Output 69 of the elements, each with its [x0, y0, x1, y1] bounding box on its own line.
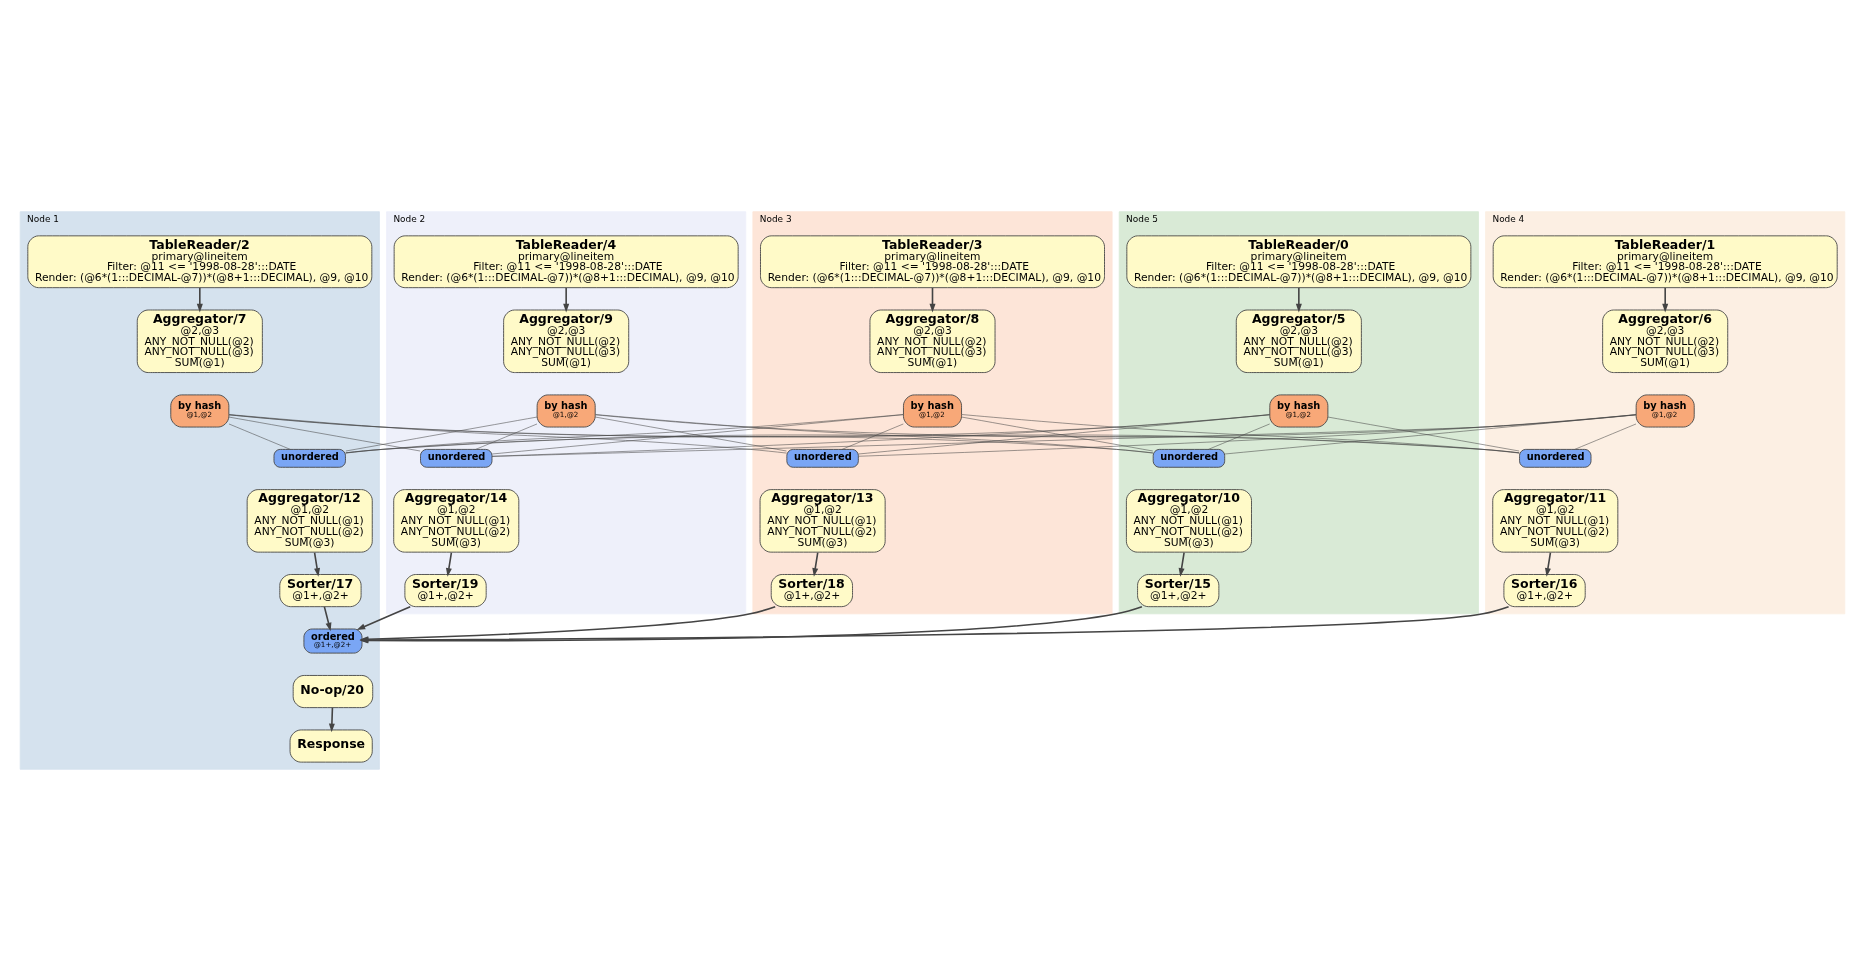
connector	[228, 423, 291, 450]
node-box: Aggregator/11 @1,@2 ANY_NOT_NULL(@1) ANY_NOT_NULL(@2) SUM(@3)	[1492, 488, 1619, 553]
node-box: TableReader/1 primary@lineitem Filter: @11 <= '1998-08-28':::DATE Render: (@6*(1:::DECIMAL-@7))*(@8+1:::DECIMAL), @9, @10	[1492, 234, 1838, 288]
node-box: unordered	[786, 448, 859, 468]
node-box: ordered @1+,@2+	[303, 628, 363, 654]
connector	[961, 413, 1520, 453]
node-box: unordered	[420, 448, 493, 468]
connector	[1224, 413, 1637, 454]
connector	[1208, 423, 1270, 450]
connector	[228, 414, 1520, 453]
node-box: Sorter/19 @1+,@2+	[404, 573, 487, 607]
node-box: unordered	[1519, 448, 1592, 468]
node-box: unordered	[273, 448, 346, 468]
node-box: TableReader/2 primary@lineitem Filter: @11 <= '1998-08-28':::DATE Render: (@6*(1:::DECIMAL-@7))*(@8+1:::DECIMAL), @9, @10	[27, 234, 373, 288]
arrow	[1178, 551, 1185, 577]
connector	[858, 413, 1271, 454]
node-box: Aggregator/13 @1,@2 ANY_NOT_NULL(@1) ANY_NOT_NULL(@2) SUM(@3)	[759, 488, 886, 553]
node-box: by hash @1,@2	[1635, 393, 1695, 427]
node-box: Aggregator/6 @2,@3 ANY_NOT_NULL(@2) ANY_NOT_NULL(@3) SUM(@1)	[1602, 309, 1729, 373]
node-box: Sorter/16 @1+,@2+	[1503, 573, 1586, 607]
arrow	[1544, 551, 1552, 577]
arrow	[196, 286, 203, 312]
node-box: Aggregator/12 @1,@2 ANY_NOT_NULL(@1) ANY_NOT_NULL(@2) SUM(@3)	[246, 488, 373, 553]
connector	[1327, 416, 1520, 451]
arrow	[563, 286, 570, 312]
node-box: Sorter/18 @1+,@2+	[770, 573, 853, 607]
node-box: Aggregator/10 @1,@2 ANY_NOT_NULL(@1) ANY_NOT_NULL(@2) SUM(@3)	[1125, 488, 1252, 553]
node-box: Aggregator/9 @2,@3 ANY_NOT_NULL(@2) ANY_NOT_NULL(@3) SUM(@1)	[503, 309, 630, 373]
node-box: Sorter/15 @1+,@2+	[1137, 573, 1220, 607]
node-box: TableReader/3 primary@lineitem Filter: @11 <= '1998-08-28':::DATE Render: (@6*(1:::DECIMAL-@7))*(@8+1:::DECIMAL), @9, @10	[760, 234, 1105, 288]
node-box: No-op/20	[292, 674, 374, 708]
connector	[345, 414, 1637, 453]
connector	[475, 423, 538, 450]
arrow	[1662, 286, 1669, 312]
arrow	[1295, 286, 1302, 312]
arrow	[445, 551, 453, 577]
node-box: by hash @1,@2	[536, 393, 596, 427]
node-box: Aggregator/7 @2,@3 ANY_NOT_NULL(@2) ANY_NOT_NULL(@3) SUM(@1)	[136, 309, 263, 373]
arrow	[323, 605, 332, 631]
node-box: Response	[289, 729, 373, 763]
connector	[228, 416, 421, 451]
connector	[595, 414, 1520, 453]
connector	[228, 414, 1154, 453]
node-box: Aggregator/8 @2,@3 ANY_NOT_NULL(@2) ANY_NOT_NULL(@3) SUM(@1)	[869, 309, 996, 373]
connector	[595, 416, 787, 451]
connector	[858, 413, 1637, 457]
connector	[491, 413, 904, 454]
connector	[961, 416, 1154, 451]
node-box: Sorter/17 @1+,@2+	[279, 573, 362, 607]
connector	[1574, 423, 1637, 450]
connector	[345, 413, 904, 453]
connector	[228, 413, 787, 453]
node-box: by hash @1,@2	[170, 393, 230, 427]
connector	[345, 414, 1270, 453]
node-box: by hash @1,@2	[1269, 393, 1329, 427]
arrow	[356, 605, 412, 630]
arrow	[328, 706, 335, 732]
node-box: Aggregator/14 @1,@2 ANY_NOT_NULL(@1) ANY_NOT_NULL(@2) SUM(@3)	[393, 488, 520, 553]
arrow	[313, 551, 321, 577]
connector	[345, 416, 538, 451]
node-box: by hash @1,@2	[903, 393, 962, 427]
node-box: Aggregator/5 @2,@3 ANY_NOT_NULL(@2) ANY_NOT_NULL(@3) SUM(@1)	[1235, 309, 1362, 373]
connector	[841, 423, 904, 450]
node-box: unordered	[1152, 448, 1226, 468]
connector	[595, 413, 1154, 453]
connector	[491, 413, 1270, 457]
node-box: TableReader/4 primary@lineitem Filter: @11 <= '1998-08-28':::DATE Render: (@6*(1:::DECIMAL-@7))*(@8+1:::DECIMAL), @9, @10	[393, 234, 739, 288]
connector	[491, 414, 1637, 457]
node-box: TableReader/0 primary@lineitem Filter: @11 <= '1998-08-28':::DATE Render: (@6*(1:::DECIMAL-@7))*(@8+1:::DECIMAL), @9, @10	[1126, 234, 1472, 288]
